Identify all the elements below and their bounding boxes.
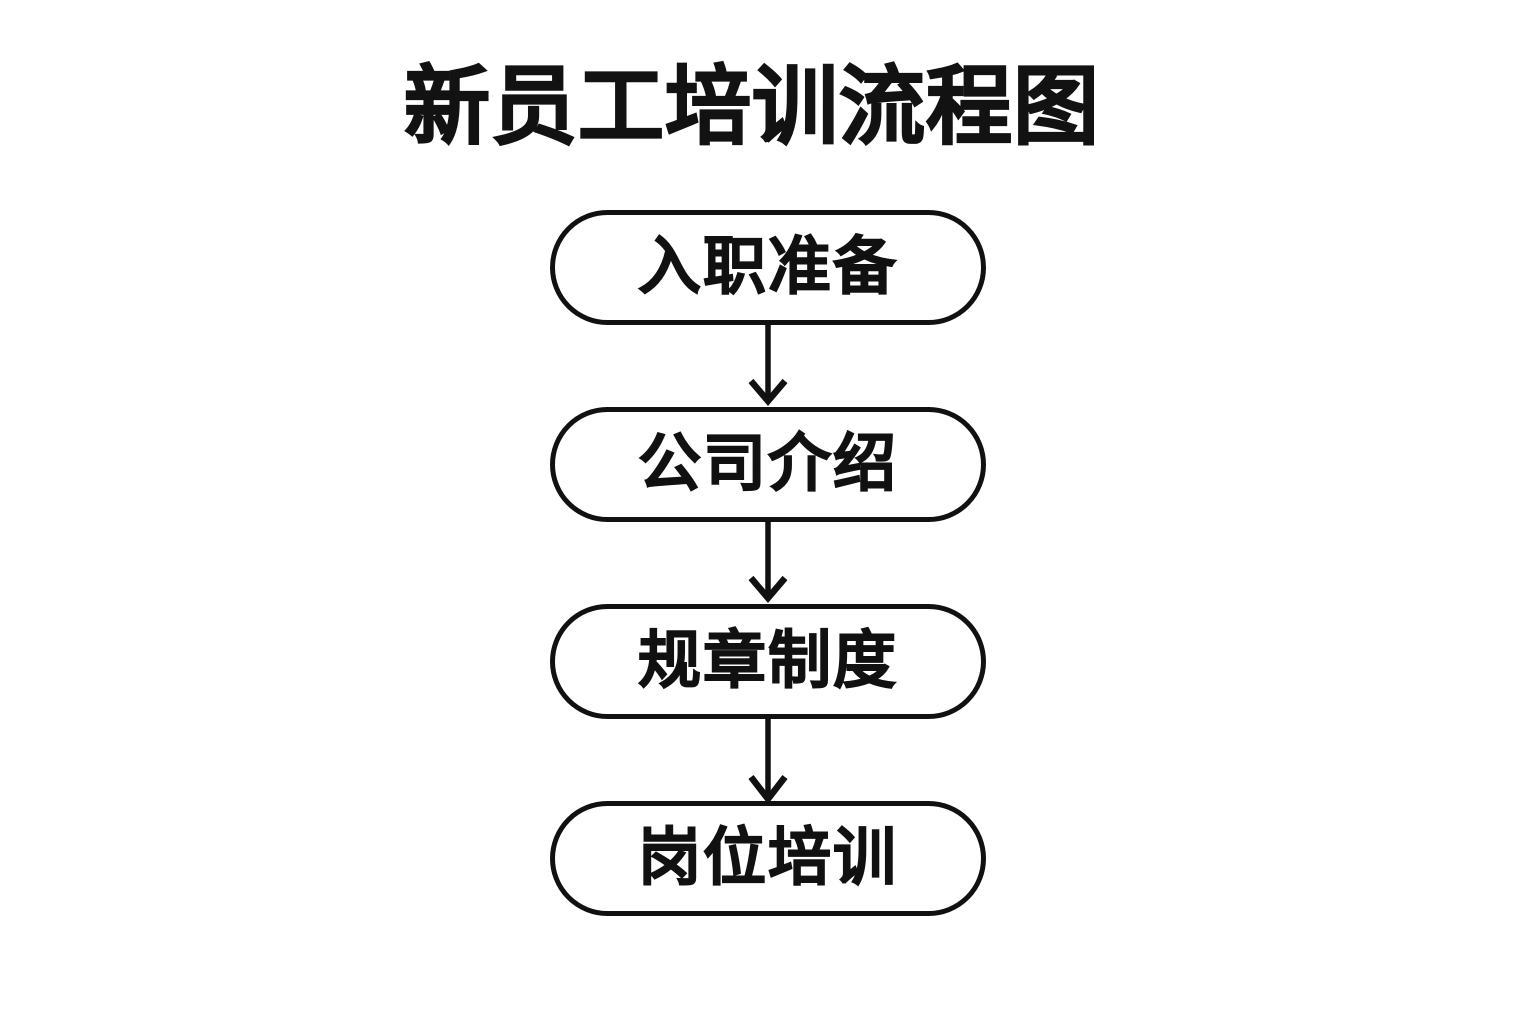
node-label-step-2: 公司介绍 (637, 429, 898, 499)
node-step-1[interactable]: 入职准备 (550, 210, 986, 325)
node-label-step-4: 岗位培训 (637, 823, 898, 893)
node-label-step-1: 入职准备 (637, 232, 898, 302)
edge-step-1-to-step-2 (550, 325, 986, 407)
page-title: 新员工培训流程图 (403, 58, 1100, 156)
flow-step-3: 规章制度 (550, 604, 986, 719)
flow-step-2: 公司介绍 (550, 407, 986, 522)
flowchart-body: 入职准备 公司介绍 (550, 210, 986, 916)
flow-step-4: 岗位培训 (550, 801, 986, 916)
down-arrow-icon (748, 522, 788, 604)
flow-step-1: 入职准备 (550, 210, 986, 325)
node-step-3[interactable]: 规章制度 (550, 604, 986, 719)
node-step-2[interactable]: 公司介绍 (550, 407, 986, 522)
down-arrow-icon (748, 719, 788, 801)
edge-step-3-to-step-4 (550, 719, 986, 801)
down-arrow-icon (748, 325, 788, 407)
edge-step-2-to-step-3 (550, 522, 986, 604)
node-label-step-3: 规章制度 (637, 626, 898, 696)
node-step-4[interactable]: 岗位培训 (550, 801, 986, 916)
